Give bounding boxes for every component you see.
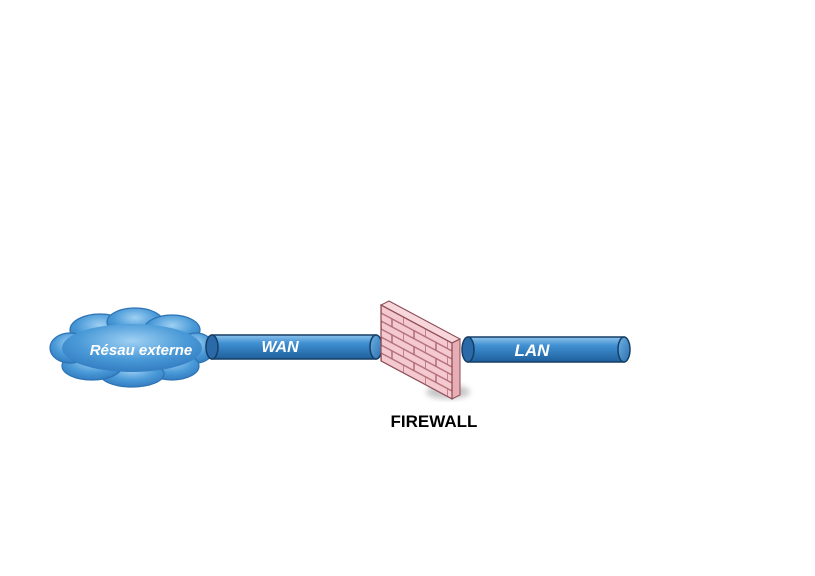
firewall-icon <box>379 300 470 400</box>
cloud-label: Résau externe <box>90 342 193 359</box>
lan-label: LAN <box>515 341 551 360</box>
external-network-cloud: Résau externe <box>49 307 215 388</box>
lan-pipe: LAN <box>461 336 631 363</box>
wan-pipe: WAN <box>205 334 383 360</box>
wan-label: WAN <box>261 339 299 356</box>
firewall-label: FIREWALL <box>391 412 478 431</box>
